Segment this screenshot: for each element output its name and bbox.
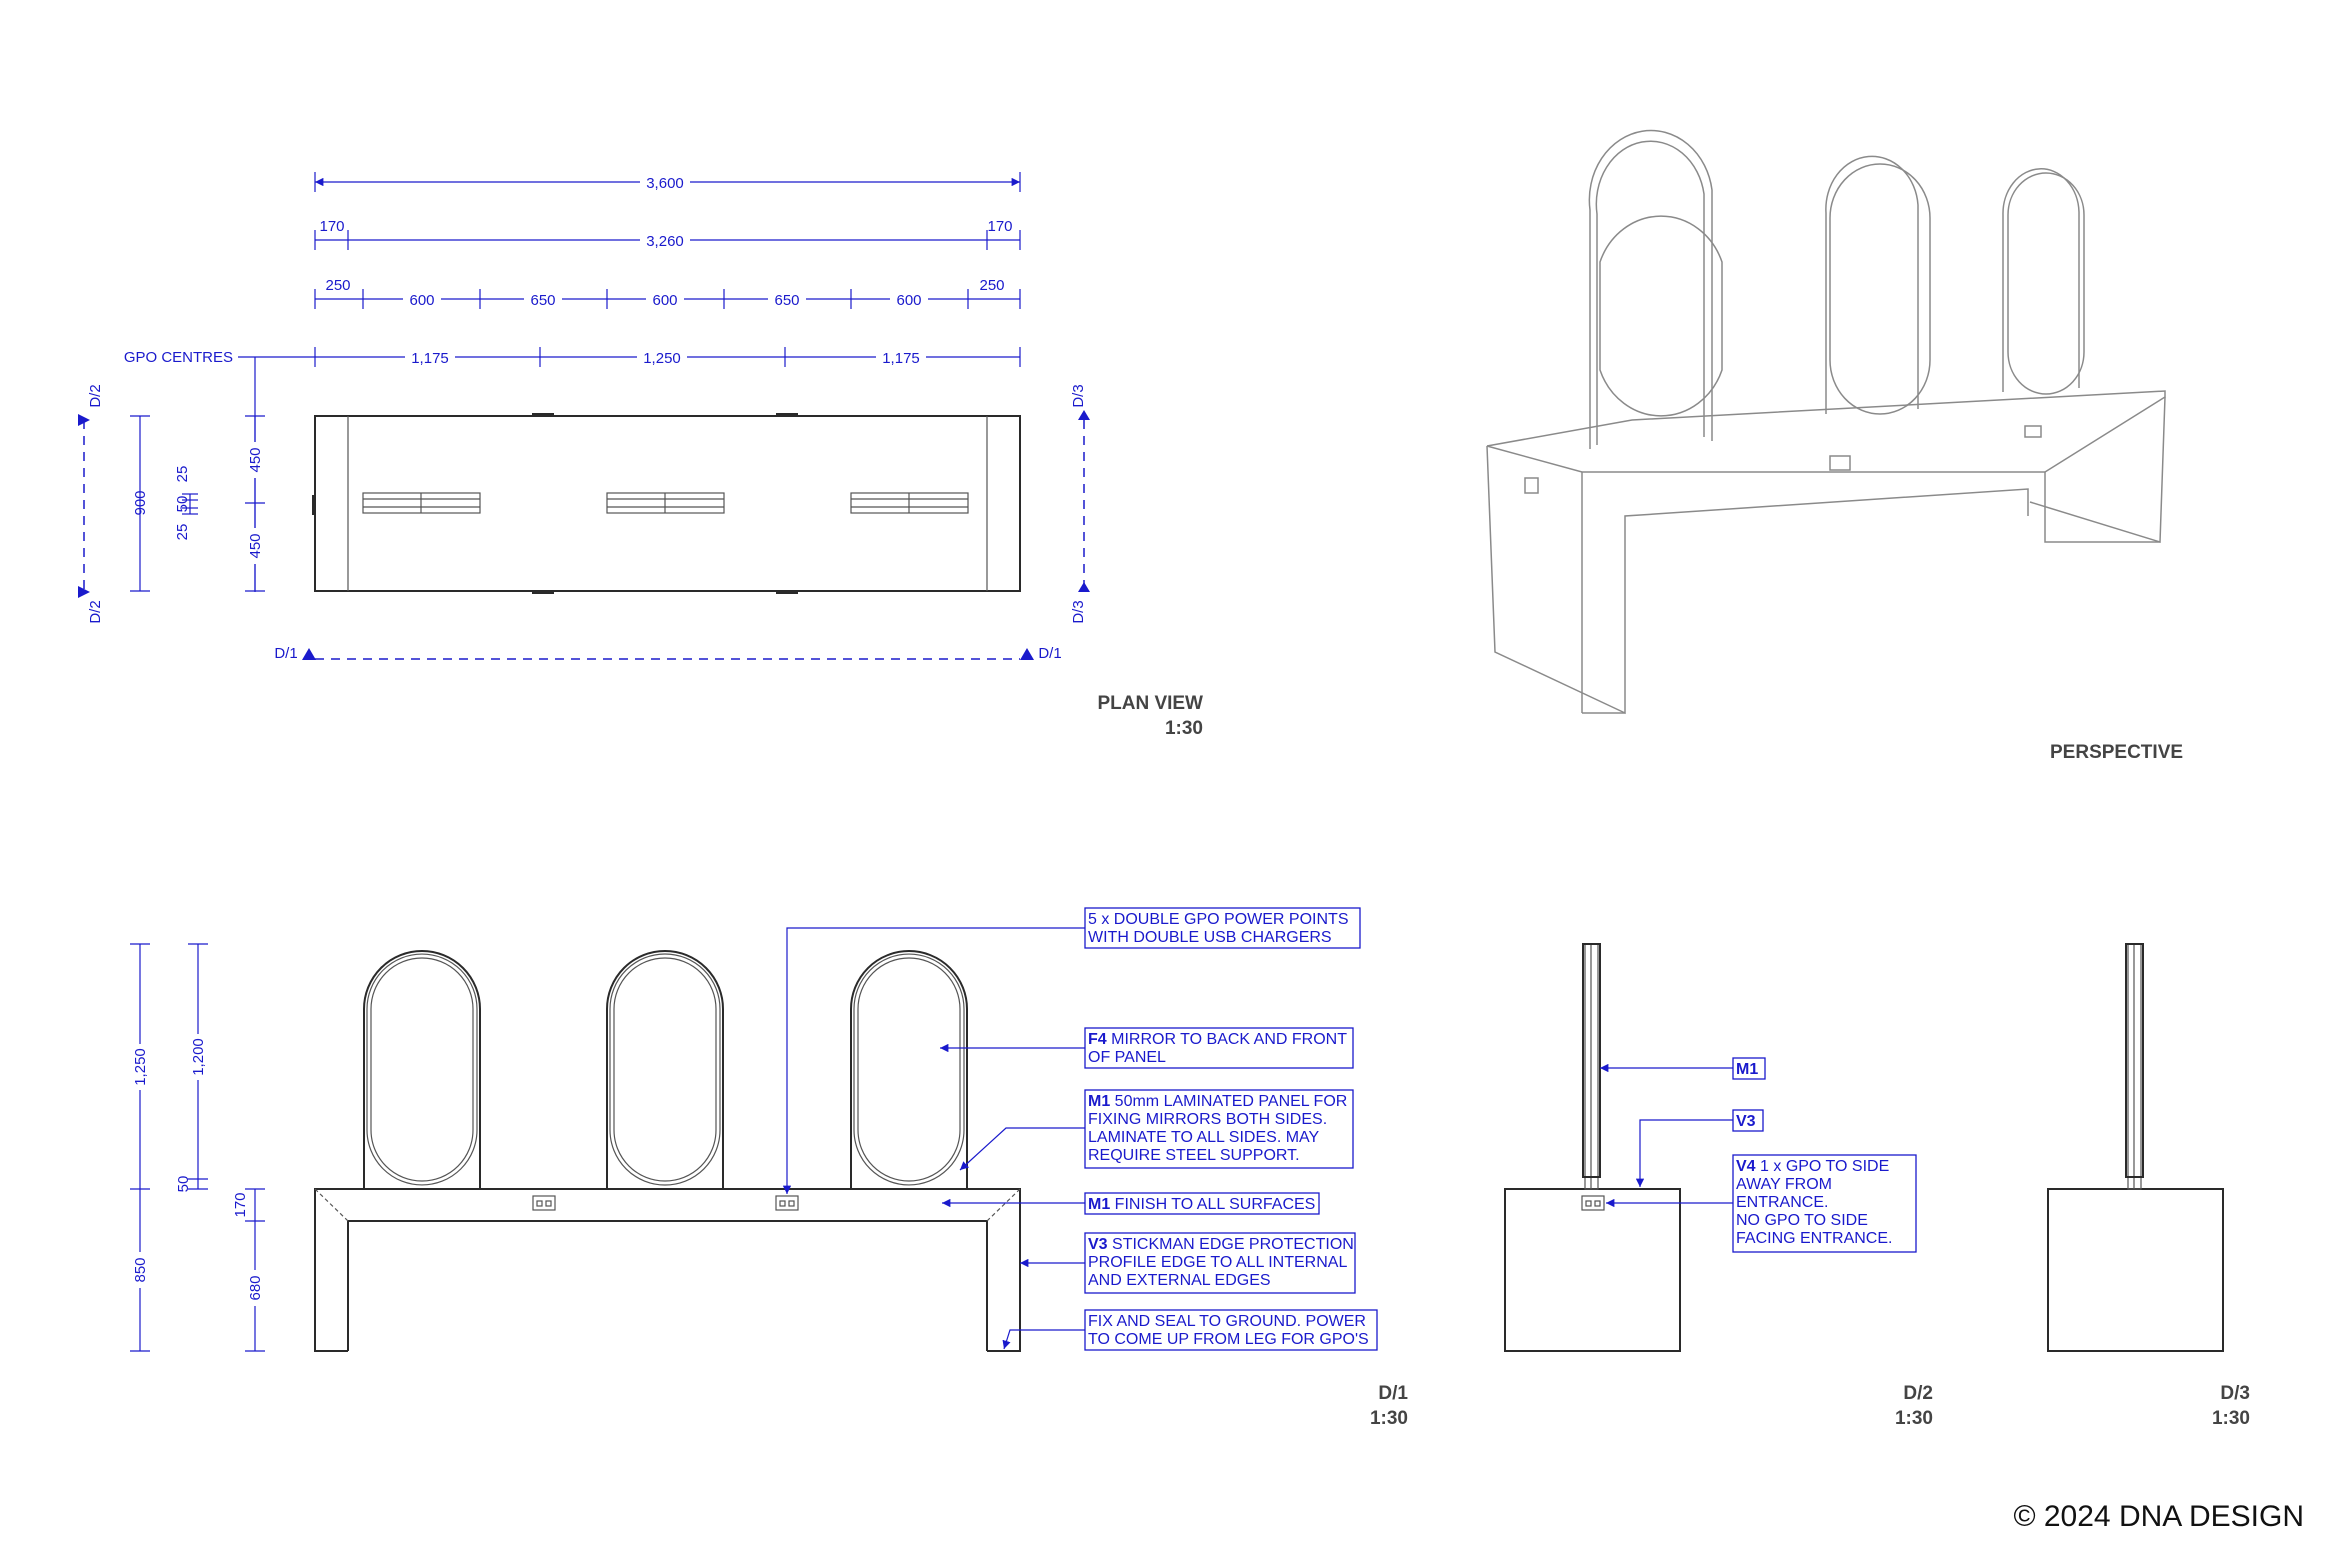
copyright-text: © 2024 DNA DESIGN xyxy=(2013,1500,2304,1533)
dim-half-bottom: 450 xyxy=(247,533,264,558)
svg-text:REQUIRE STEEL SUPPORT.: REQUIRE STEEL SUPPORT. xyxy=(1088,1147,1300,1164)
d3-scale: 1:30 xyxy=(2212,1408,2250,1429)
section-mark-d3-top: D/3 xyxy=(1070,384,1087,407)
gpo-dim-2: 1,250 xyxy=(643,350,681,367)
note-f4-mirror: F4 MIRROR TO BACK AND FRONT OF PANEL xyxy=(1084,1027,1354,1069)
gpo-dim-1: 1,175 xyxy=(411,350,449,367)
dim-inner-length: 3,260 xyxy=(646,233,684,250)
perspective-mirror-2 xyxy=(1825,155,1931,415)
svg-text:FACING ENTRANCE.: FACING ENTRANCE. xyxy=(1736,1230,1892,1247)
dim-end-right: 170 xyxy=(987,218,1012,235)
svg-text:AWAY FROM: AWAY FROM xyxy=(1736,1176,1832,1193)
d2-bench-outline xyxy=(1504,1188,1681,1352)
d2-tag-m1: M1 xyxy=(1732,1057,1766,1080)
dim-overall-length: 3,600 xyxy=(646,175,684,192)
svg-text:M1: M1 xyxy=(1736,1061,1758,1078)
d1-title: D/1 xyxy=(1378,1383,1408,1404)
dim-panel-top: 25 xyxy=(174,466,191,483)
perspective-view: PERSPECTIVE xyxy=(1486,129,2183,763)
section-mark-d3-bottom: D/3 xyxy=(1070,600,1087,623)
svg-text:FIXING MIRRORS BOTH SIDES.: FIXING MIRRORS BOTH SIDES. xyxy=(1088,1111,1327,1128)
section-mark-d2-top: D/2 xyxy=(87,384,104,407)
elevation-d2: M1 V3 V4 1 x GPO TO SIDE AWAY FROM ENTRA… xyxy=(1504,943,1933,1429)
dim-seg-4: 600 xyxy=(652,292,677,309)
svg-text:M1 50mm LAMINATED PANEL FOR: M1 50mm LAMINATED PANEL FOR xyxy=(1088,1093,1347,1110)
d2-title: D/2 xyxy=(1903,1383,1933,1404)
svg-text:FIX AND SEAL TO GROUND. POWER: FIX AND SEAL TO GROUND. POWER xyxy=(1088,1313,1366,1330)
svg-text:5 x DOUBLE GPO POWER POINTS: 5 x DOUBLE GPO POWER POINTS xyxy=(1088,911,1349,928)
section-mark-d1-left: D/1 xyxy=(274,645,297,662)
elevation-d3: D/3 1:30 xyxy=(2047,943,2250,1429)
plan-mirror-panel-3 xyxy=(850,492,969,514)
d1-mirror-2 xyxy=(606,950,724,1189)
d1-mirror-3 xyxy=(850,950,968,1189)
svg-text:OF PANEL: OF PANEL xyxy=(1088,1049,1166,1066)
svg-text:AND EXTERNAL EDGES: AND EXTERNAL EDGES xyxy=(1088,1272,1271,1289)
dim-end-left: 170 xyxy=(319,218,344,235)
d1-dim-overall: 1,250 xyxy=(132,1048,149,1086)
d1-dim-gap: 50 xyxy=(175,1176,192,1193)
d1-scale: 1:30 xyxy=(1370,1408,1408,1429)
svg-text:LAMINATE TO ALL SIDES. MAY: LAMINATE TO ALL SIDES. MAY xyxy=(1088,1129,1320,1146)
perspective-gpo-1 xyxy=(1524,477,1539,494)
dim-seg-5: 650 xyxy=(774,292,799,309)
dim-half-top: 450 xyxy=(247,447,264,472)
svg-text:V3: V3 xyxy=(1736,1113,1756,1130)
d3-bench-outline xyxy=(2047,1188,2224,1352)
svg-text:PROFILE EDGE TO ALL INTERNAL: PROFILE EDGE TO ALL INTERNAL xyxy=(1088,1254,1347,1271)
gpo-dim-3: 1,175 xyxy=(882,350,920,367)
plan-mirror-panel-2 xyxy=(606,492,725,514)
plan-view: 3,600 170 3,260 170 250 600 650 600 xyxy=(78,172,1203,739)
svg-text:V4 1 x GPO TO SIDE: V4 1 x GPO TO SIDE xyxy=(1736,1158,1889,1175)
d3-mirror-panel xyxy=(2125,943,2144,1190)
perspective-gpo-3 xyxy=(2024,425,2042,438)
svg-text:V3 STICKMAN EDGE PROTECTION: V3 STICKMAN EDGE PROTECTION xyxy=(1088,1236,1354,1253)
d2-scale: 1:30 xyxy=(1895,1408,1933,1429)
dim-depth: 900 xyxy=(132,490,149,515)
d1-dim-base: 850 xyxy=(132,1257,149,1282)
note-m1-finish: M1 FINISH TO ALL SURFACES xyxy=(1084,1192,1320,1215)
d1-dim-leg: 680 xyxy=(247,1275,264,1300)
d3-title: D/3 xyxy=(2220,1383,2250,1404)
svg-text:NO GPO TO SIDE: NO GPO TO SIDE xyxy=(1736,1212,1868,1229)
plan-view-scale: 1:30 xyxy=(1165,718,1203,739)
d1-gpo-2 xyxy=(775,1195,799,1211)
note-gpo-power-points: 5 x DOUBLE GPO POWER POINTS WITH DOUBLE … xyxy=(1084,907,1361,949)
perspective-mirror-1 xyxy=(1588,129,1723,449)
svg-text:TO COME UP FROM LEG FOR GPO'S: TO COME UP FROM LEG FOR GPO'S xyxy=(1088,1331,1369,1348)
svg-text:F4 MIRROR TO BACK AND FRONT: F4 MIRROR TO BACK AND FRONT xyxy=(1088,1031,1347,1048)
d2-mirror-panel xyxy=(1582,943,1601,1190)
note-m1-laminated-panel: M1 50mm LAMINATED PANEL FOR FIXING MIRRO… xyxy=(1084,1089,1354,1169)
dim-panel-thickness: 50 xyxy=(174,496,191,513)
section-mark-d1-right: D/1 xyxy=(1038,645,1061,662)
perspective-mirror-3 xyxy=(2002,168,2085,395)
dim-seg-3: 650 xyxy=(530,292,555,309)
dim-seg-1: 250 xyxy=(325,277,350,294)
note-fix-and-seal: FIX AND SEAL TO GROUND. POWER TO COME UP… xyxy=(1084,1309,1378,1351)
segment-ticks xyxy=(314,289,1021,309)
perspective-gpo-2 xyxy=(1829,455,1851,471)
dim-seg-7: 250 xyxy=(979,277,1004,294)
perspective-title: PERSPECTIVE xyxy=(2050,742,2183,763)
dim-seg-2: 600 xyxy=(409,292,434,309)
plan-view-title: PLAN VIEW xyxy=(1097,693,1203,714)
d1-gpo-1 xyxy=(532,1195,556,1211)
svg-text:WITH DOUBLE USB CHARGERS: WITH DOUBLE USB CHARGERS xyxy=(1088,929,1332,946)
svg-text:ENTRANCE.: ENTRANCE. xyxy=(1736,1194,1828,1211)
section-mark-d2-bottom: D/2 xyxy=(87,600,104,623)
d2-tag-v3: V3 xyxy=(1732,1109,1764,1132)
note-v4-gpo-side: V4 1 x GPO TO SIDE AWAY FROM ENTRANCE. N… xyxy=(1732,1154,1917,1253)
dim-panel-bottom: 25 xyxy=(174,524,191,541)
note-v3-edge-protection: V3 STICKMAN EDGE PROTECTION PROFILE EDGE… xyxy=(1084,1232,1356,1294)
d1-dim-mirror: 1,200 xyxy=(190,1038,207,1076)
svg-text:M1 FINISH TO ALL SURFACES: M1 FINISH TO ALL SURFACES xyxy=(1088,1196,1315,1213)
plan-mirror-panel-1 xyxy=(362,492,481,514)
dim-seg-6: 600 xyxy=(896,292,921,309)
d1-mirror-1 xyxy=(363,950,481,1189)
d2-gpo xyxy=(1581,1195,1605,1211)
elevation-d1: 1,250 850 1,200 50 170 680 5 x DOUBLE GP… xyxy=(130,907,1408,1429)
d1-dim-top: 170 xyxy=(232,1192,249,1217)
gpo-centres-label: GPO CENTRES xyxy=(124,349,233,366)
